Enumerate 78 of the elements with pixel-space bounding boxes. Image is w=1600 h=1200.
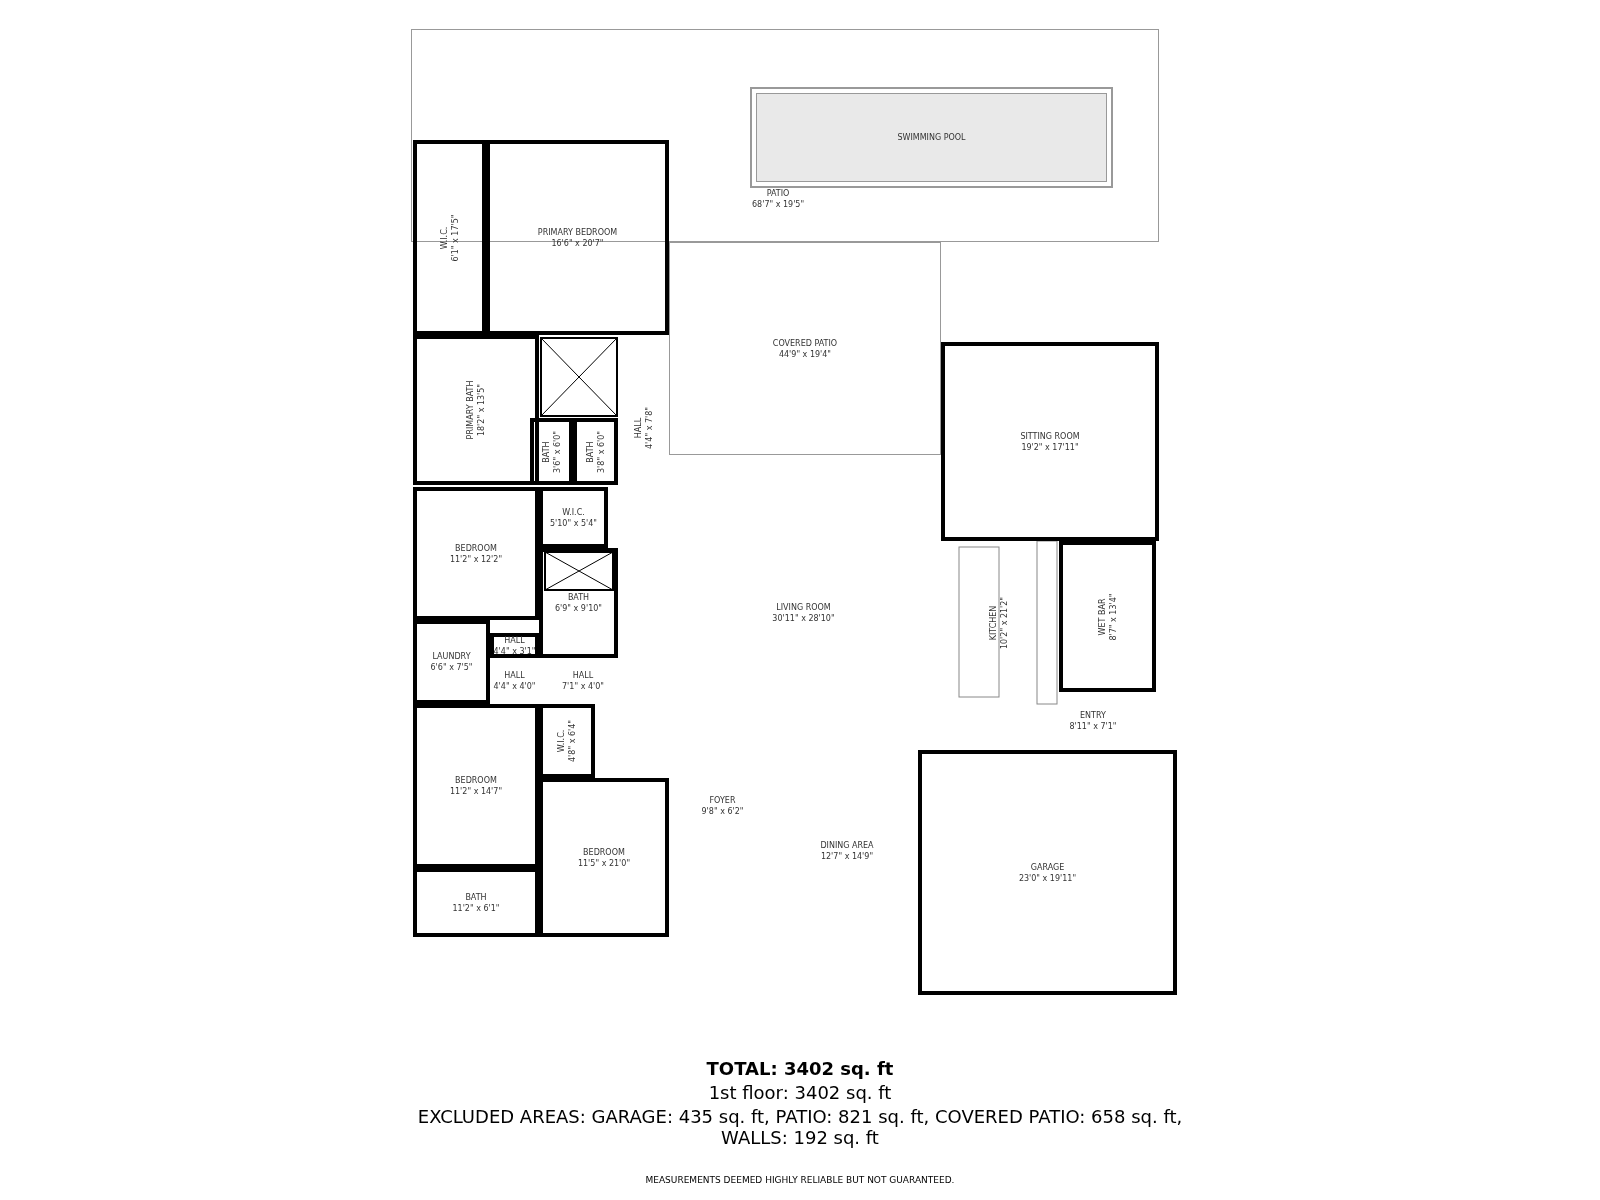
room bbox=[539, 704, 595, 778]
room-dimensions: 6'1" x 17'5" bbox=[449, 214, 461, 261]
room-dimensions: 18'2" x 13'5" bbox=[476, 382, 487, 439]
floor-area-text: 1st floor: 3402 sq. ft bbox=[708, 1082, 892, 1103]
room bbox=[413, 140, 486, 335]
room-dimensions: 3'8" x 6'0" bbox=[595, 430, 607, 473]
room-dimensions: 11'2" x 14'7" bbox=[449, 786, 503, 797]
room-dimensions: 6'9" x 9'10" bbox=[555, 603, 602, 614]
room bbox=[941, 342, 1159, 541]
room-name: BEDROOM bbox=[454, 542, 498, 554]
room bbox=[413, 704, 539, 868]
excluded-areas-text: EXCLUDED AREAS: GARAGE: 435 sq. ft, PATIO: 821 sq. ft, COVERED PATIO: 658 sq. ft, WALLS: 192 sq. ft bbox=[416, 1106, 1184, 1148]
disclaimer-text: MEASUREMENTS DEEMED HIGHLY RELIABLE BUT NOT GUARANTEED. bbox=[645, 1175, 955, 1185]
room-dimensions: 16'6" x 20'7" bbox=[550, 237, 605, 249]
room-name: PRIMARY BEDROOM bbox=[537, 226, 618, 238]
room bbox=[573, 418, 618, 485]
room-dimensions: 12'7" x 14'9" bbox=[820, 850, 874, 862]
room bbox=[530, 418, 573, 485]
room-dimensions: 44'9" x 19'4" bbox=[777, 348, 833, 360]
room bbox=[1059, 541, 1156, 692]
room-dimensions: 9'8" x 6'2" bbox=[701, 806, 744, 817]
room-dimensions: 8'7" x 13'4" bbox=[1107, 593, 1119, 640]
room-name: HALL bbox=[571, 670, 595, 681]
room-dimensions: 11'2" x 6'1" bbox=[452, 902, 500, 914]
room-name: HALL bbox=[503, 670, 526, 681]
room-name: W.I.C. bbox=[438, 225, 450, 251]
room bbox=[413, 487, 539, 620]
room bbox=[539, 487, 608, 548]
room-dimensions: 7'1" x 4'0" bbox=[562, 681, 604, 692]
room-dimensions: 4'4" x 3'1" bbox=[493, 645, 536, 657]
room-name: DINING AREA bbox=[820, 839, 874, 851]
room-dimensions: 4'4" x 7'8" bbox=[643, 406, 655, 449]
room-dimensions: 23'0" x 19'11" bbox=[1018, 872, 1077, 884]
room-name: HALL bbox=[503, 634, 526, 646]
room-dimensions: 10'2" x 21'2" bbox=[999, 596, 1010, 649]
room-dimensions: 8'11" x 7'1" bbox=[1069, 721, 1117, 732]
room-name: KITCHEN bbox=[988, 604, 999, 642]
room-name: PRIMARY BATH bbox=[465, 380, 476, 440]
room-dimensions: 11'2" x 12'2" bbox=[449, 553, 503, 565]
room-name: SITTING ROOM bbox=[1020, 430, 1080, 442]
room-dimensions: 30'11" x 28'10" bbox=[772, 612, 835, 624]
room-dimensions: 19'2" x 17'11" bbox=[1020, 441, 1080, 453]
room bbox=[486, 140, 669, 335]
room-dimensions: 68'7" x 19'5" bbox=[752, 199, 805, 210]
room-name: BATH bbox=[566, 592, 591, 603]
room-name: BEDROOM bbox=[454, 775, 498, 786]
room bbox=[413, 620, 490, 704]
room-name: BATH bbox=[540, 439, 552, 465]
room-name: W.I.C. bbox=[561, 506, 586, 518]
room-dimensions: 4'4" x 4'0" bbox=[493, 681, 536, 692]
swimming-pool bbox=[750, 87, 1113, 188]
room-name: LAUNDRY bbox=[431, 651, 472, 662]
room-name: ENTRY bbox=[1079, 710, 1107, 721]
room-name: FOYER bbox=[708, 795, 737, 806]
room bbox=[918, 750, 1177, 995]
room-dimensions: 6'6" x 7'5" bbox=[430, 662, 473, 673]
room bbox=[539, 548, 618, 658]
room-name: GARAGE bbox=[1029, 861, 1066, 873]
outdoor-area bbox=[669, 242, 941, 455]
total-area-heading: TOTAL: 3402 sq. ft bbox=[706, 1058, 894, 1079]
room-dimensions: 11'5" x 21'0" bbox=[577, 857, 631, 869]
room-name: W.I.C. bbox=[556, 728, 567, 755]
room-name: WET BAR bbox=[1096, 597, 1108, 638]
room bbox=[413, 868, 539, 937]
room-dimensions: 3'6" x 6'0" bbox=[551, 430, 563, 473]
room-name: BATH bbox=[464, 891, 488, 903]
room-name: SWIMMING POOL bbox=[897, 132, 966, 143]
room bbox=[490, 633, 539, 658]
room-name: BEDROOM bbox=[582, 846, 626, 858]
room-name: HALL bbox=[632, 416, 644, 440]
room-name: BATH bbox=[584, 439, 596, 465]
room-name: COVERED PATIO bbox=[772, 337, 838, 349]
room-dimensions: 4'8" x 6'4" bbox=[567, 720, 578, 762]
room bbox=[539, 778, 669, 937]
room bbox=[413, 335, 539, 485]
room-name: PATIO bbox=[765, 188, 791, 199]
room-dimensions: 5'10" x 5'4" bbox=[550, 517, 597, 529]
room-name: LIVING ROOM bbox=[775, 601, 832, 613]
